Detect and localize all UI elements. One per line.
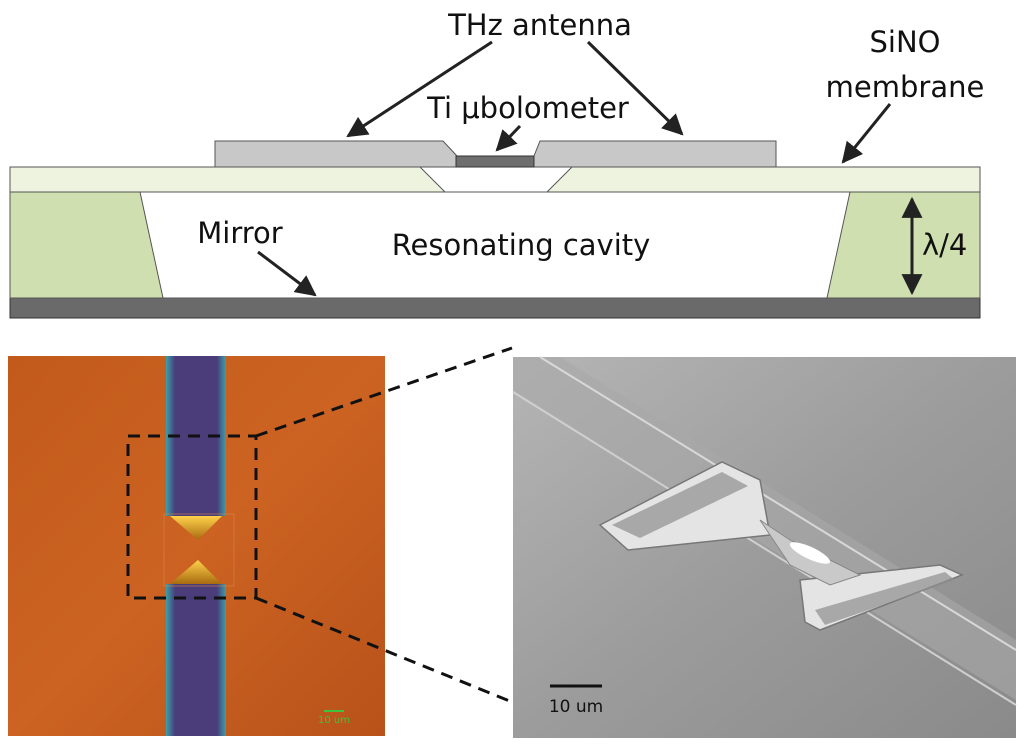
sino-label-line2: membrane xyxy=(826,70,985,104)
sem-band-edge-bottom xyxy=(512,391,1017,706)
optical-antenna-tip-top xyxy=(170,516,222,540)
cavity-label: Resonating cavity xyxy=(392,228,651,262)
antenna-arrow-left xyxy=(346,40,493,138)
membrane-arrow xyxy=(841,103,892,164)
membrane-opening xyxy=(418,166,574,193)
cross-section-diagram: THz antenna Ti μbolometer SiNO membrane … xyxy=(9,8,985,319)
ti-bolometer xyxy=(455,155,535,168)
optical-membrane-window xyxy=(163,513,235,587)
sem-antenna-pad-left-texture xyxy=(612,472,748,538)
optical-micrograph: 10 um xyxy=(8,356,385,736)
sino-label-line1: SiNO xyxy=(870,25,941,59)
optical-scale-label: 10 um xyxy=(318,715,350,726)
zoom-connector-bottom xyxy=(255,596,513,704)
sem-band-edge-top xyxy=(539,356,1017,651)
sem-bolometer-highlight xyxy=(789,542,831,564)
zoom-connector-top xyxy=(255,346,513,438)
mirror-arrow xyxy=(257,250,317,297)
mirror-layer xyxy=(9,297,981,319)
sem-antenna-pad-right-texture xyxy=(815,572,955,625)
antenna-arrow-right xyxy=(586,40,684,136)
sem-scale-label: 10 um xyxy=(549,697,603,717)
bolometer-arrow xyxy=(495,124,522,152)
zoom-box xyxy=(126,434,258,600)
thz-antenna-left xyxy=(214,140,458,168)
lambda-quarter-label: λ/4 xyxy=(922,228,967,262)
thz-antenna-right xyxy=(533,140,777,168)
sem-image: 10 um xyxy=(512,356,1017,738)
optical-strip-bottom xyxy=(166,584,226,736)
mirror-label: Mirror xyxy=(197,216,283,250)
optical-antenna-tip-bottom xyxy=(170,560,222,584)
ti-bolometer-label: Ti μbolometer xyxy=(426,91,629,125)
thz-antenna-label: THz antenna xyxy=(447,8,632,42)
